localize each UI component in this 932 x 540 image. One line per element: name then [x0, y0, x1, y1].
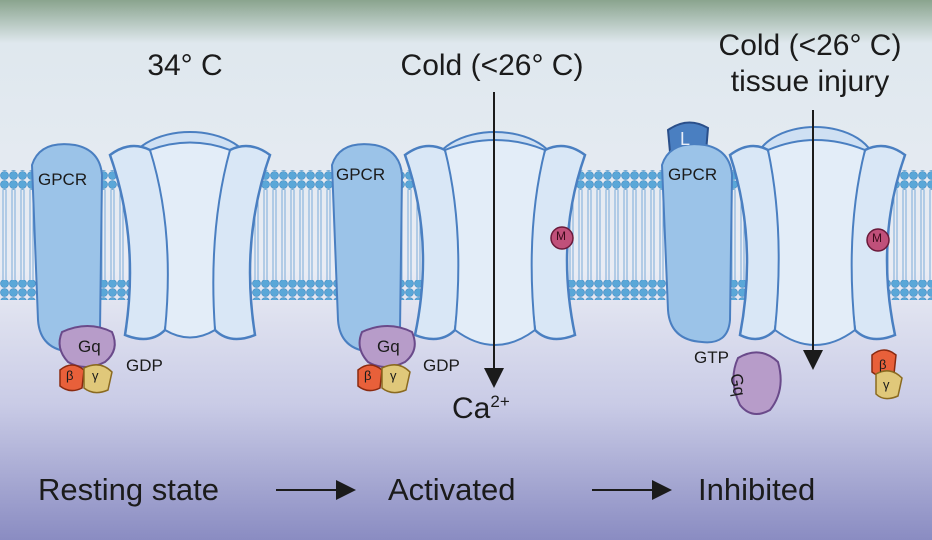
gamma-label: γ	[390, 368, 397, 383]
gpcr-label: GPCR	[336, 165, 385, 185]
calcium-ion-label: Ca2+	[452, 392, 510, 426]
gq-label: Gq	[725, 372, 749, 398]
m-label: M	[872, 231, 882, 245]
gamma-label: γ	[92, 368, 99, 383]
gamma-label: γ	[883, 377, 890, 392]
gtp-label: GTP	[694, 348, 729, 368]
m-label: M	[556, 229, 566, 243]
ion-channel	[110, 132, 270, 339]
beta-label: β	[364, 368, 371, 383]
state-activated: Activated	[388, 472, 516, 508]
gpcr-label: GPCR	[668, 165, 717, 185]
gdp-label: GDP	[423, 356, 460, 376]
ligand-label: L	[680, 129, 690, 150]
panel-3-header-line2: tissue injury	[690, 64, 930, 100]
gpcr-label: GPCR	[38, 170, 87, 190]
beta-label: β	[66, 368, 73, 383]
gq-label: Gq	[377, 337, 400, 357]
panel-2-header: Cold (<26° C)	[372, 48, 612, 84]
state-inhibited: Inhibited	[698, 472, 815, 508]
beta-label: β	[879, 357, 886, 372]
gq-label: Gq	[78, 337, 101, 357]
gdp-label: GDP	[126, 356, 163, 376]
panel-3-header: Cold (<26° C) tissue injury	[690, 28, 930, 100]
state-resting: Resting state	[38, 472, 219, 508]
panel-1-header: 34° C	[120, 48, 250, 84]
panel-3-header-line1: Cold (<26° C)	[690, 28, 930, 64]
